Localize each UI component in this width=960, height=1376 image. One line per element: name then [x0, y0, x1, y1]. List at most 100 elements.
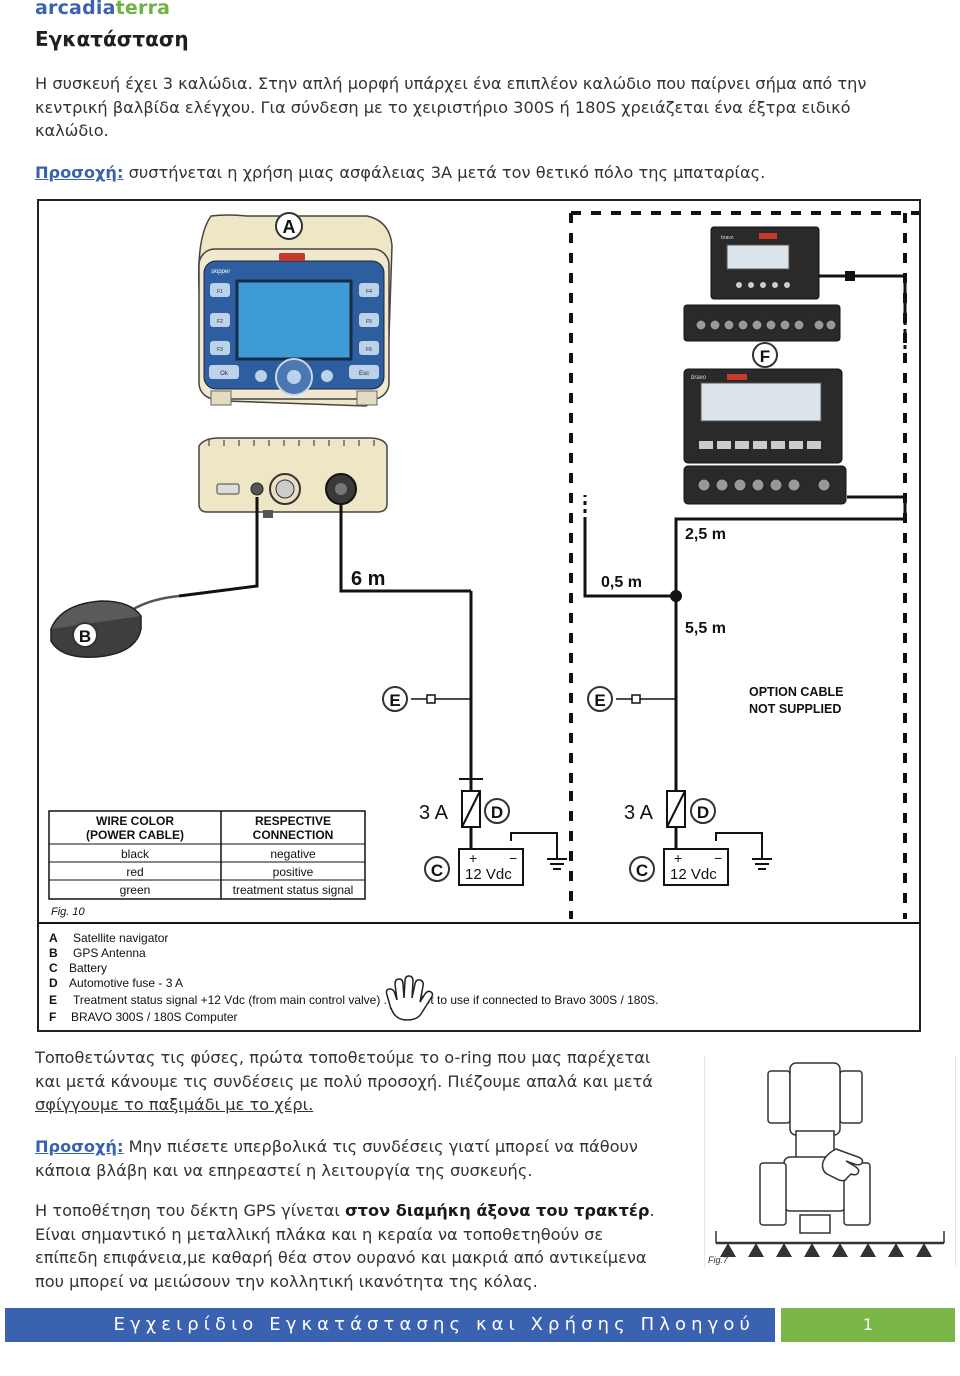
- battery-plus-left: +: [469, 850, 477, 866]
- battery-voltage-right: 12 Vdc: [670, 866, 717, 883]
- esc-button-label: Esc: [359, 371, 369, 377]
- label-b-marker: B: [72, 622, 98, 648]
- f6-label: F6: [366, 347, 372, 353]
- skipper-navigator-device: F1 F2 F3 F4 F5 F6 skipper Ok Esc: [198, 214, 393, 407]
- f5-label: F5: [366, 319, 372, 325]
- ok-button-label: Ok: [220, 371, 229, 377]
- table-cell: negative: [270, 847, 316, 861]
- label-a-marker: A: [275, 212, 303, 240]
- bravo-brand: bravo: [691, 375, 707, 381]
- stop-hand-icon: [385, 975, 434, 1021]
- page-footer: Εγχειρίδιο Εγκατάστασης και Χρήσης Πλοηγ…: [5, 1308, 955, 1369]
- hand-pointer-icon: [821, 1148, 864, 1182]
- legend-text: Battery: [69, 961, 107, 975]
- spray-nozzles: [720, 1243, 932, 1257]
- fig-10-caption: Fig. 10: [51, 906, 86, 918]
- svg-text:D: D: [491, 803, 503, 822]
- svg-text:C: C: [636, 861, 648, 880]
- bravo-brand-top: bravo: [721, 235, 734, 241]
- wiring-diagram-figure: F1 F2 F3 F4 F5 F6 skipper Ok Esc A: [37, 199, 921, 1032]
- page-title: Εγκατάσταση: [35, 27, 189, 51]
- cable-length-5-5m: 5,5 m: [685, 620, 726, 637]
- legend-key: D: [49, 976, 58, 990]
- svg-text:B: B: [79, 627, 91, 646]
- f1-label: F1: [217, 289, 223, 295]
- table-cell: positive: [273, 865, 314, 879]
- label-e-marker-right: E: [587, 686, 613, 712]
- battery-right: + − 12 Vdc: [663, 848, 729, 886]
- bravo-plug: [845, 271, 855, 281]
- table-cell: green: [120, 883, 151, 897]
- warning-fuse: Προσοχή: συστήνεται η χρήση μιας ασφάλει…: [35, 163, 766, 182]
- svg-text:E: E: [389, 691, 400, 710]
- intro-paragraph: Η συσκευή έχει 3 καλώδια. Στην απλή μορφ…: [35, 74, 867, 140]
- table-header-connection-2: CONNECTION: [253, 828, 334, 842]
- legend-text: Treatment status signal +12 Vdc (from ma…: [73, 993, 387, 1007]
- option-cable-note-line2: NOT SUPPLIED: [749, 702, 841, 716]
- skipper-brand: skipper: [211, 269, 231, 275]
- legend-key: E: [49, 993, 57, 1007]
- label-d-marker-right: D: [690, 798, 716, 824]
- f4-label: F4: [366, 289, 372, 295]
- fig-7-caption: Fig.7: [708, 1255, 729, 1265]
- brand-logo: arcadiaterra: [35, 0, 171, 19]
- svg-text:E: E: [594, 691, 605, 710]
- table-cell: black: [121, 847, 150, 861]
- fuse-rating-left: 3 A: [419, 802, 449, 824]
- wire-color-table: WIRE COLOR (POWER CABLE) RESPECTIVE CONN…: [48, 810, 366, 900]
- legend-text: BRAVO 300S / 180S Computer: [71, 1010, 238, 1024]
- label-d-marker-left: D: [484, 798, 510, 824]
- f3-label: F3: [217, 347, 223, 353]
- ground-left: [510, 832, 567, 870]
- figure-legend: A Satellite navigator B GPS Antenna C Ba…: [49, 931, 659, 1024]
- legend-note: Not to use if connected to Bravo 300S / …: [415, 993, 659, 1007]
- dashed-option-boundary: [569, 211, 919, 919]
- body-paragraph-connections: Τοποθετώντας τις φύσες, πρώτα τοποθετούμ…: [35, 1048, 653, 1114]
- cable-length-0-5m: 0,5 m: [601, 574, 642, 591]
- cable-length-6m: 6 m: [351, 568, 385, 590]
- table-header-wire-color-1: WIRE COLOR: [96, 814, 174, 828]
- legend-key: C: [49, 961, 58, 975]
- cable-junction: [670, 590, 682, 602]
- svg-text:A: A: [283, 217, 296, 237]
- f2-label: F2: [217, 319, 223, 325]
- cable-length-2-5m: 2,5 m: [685, 526, 726, 543]
- battery-minus-right: −: [714, 850, 722, 866]
- ground-right: [715, 832, 772, 870]
- label-f-marker: F: [752, 342, 778, 368]
- legend-key: B: [49, 946, 58, 960]
- footer-title: Εγχειρίδιο Εγκατάστασης και Χρήσης Πλοηγ…: [5, 1308, 775, 1369]
- fuse-right: [666, 790, 686, 828]
- battery-left: + − 12 Vdc: [458, 848, 524, 886]
- fuse-left: [461, 790, 481, 828]
- label-c-marker-left: C: [424, 856, 450, 882]
- body-paragraph-gps: Η τοποθέτηση του δέκτη GPS γίνεται στον …: [35, 1201, 655, 1291]
- table-header-wire-color-2: (POWER CABLE): [86, 828, 184, 842]
- svg-text:F: F: [760, 347, 770, 366]
- table-cell: red: [126, 865, 143, 879]
- fuse-rating-right: 3 A: [624, 802, 654, 824]
- legend-key: A: [49, 931, 58, 945]
- legend-text: GPS Antenna: [73, 946, 146, 960]
- signal-wire-left: [411, 694, 471, 704]
- legend-text: Satellite navigator: [73, 931, 168, 945]
- battery-minus-left: −: [509, 850, 517, 866]
- svg-text:D: D: [697, 803, 709, 822]
- power-cable-6m: [339, 504, 473, 851]
- signal-wire-right: [616, 694, 676, 704]
- connector-module: [198, 437, 388, 518]
- label-c-marker-right: C: [629, 856, 655, 882]
- tractor-figure: Fig.7: [703, 1053, 957, 1269]
- legend-key: F: [49, 1010, 56, 1024]
- label-e-marker-left: E: [382, 686, 408, 712]
- legend-text: Automotive fuse - 3 A: [69, 976, 183, 990]
- table-cell: treatment status signal: [233, 883, 354, 897]
- page-number: 1: [781, 1308, 955, 1342]
- battery-plus-right: +: [674, 850, 682, 866]
- warning-connections: Προσοχή: Μην πιέσετε υπερβολικά τις συνδ…: [35, 1137, 638, 1180]
- option-cable-note-line1: OPTION CABLE: [749, 685, 843, 699]
- table-header-connection-1: RESPECTIVE: [255, 814, 331, 828]
- gps-antenna-cable: [178, 497, 259, 598]
- svg-text:C: C: [431, 861, 443, 880]
- battery-voltage-left: 12 Vdc: [465, 866, 512, 883]
